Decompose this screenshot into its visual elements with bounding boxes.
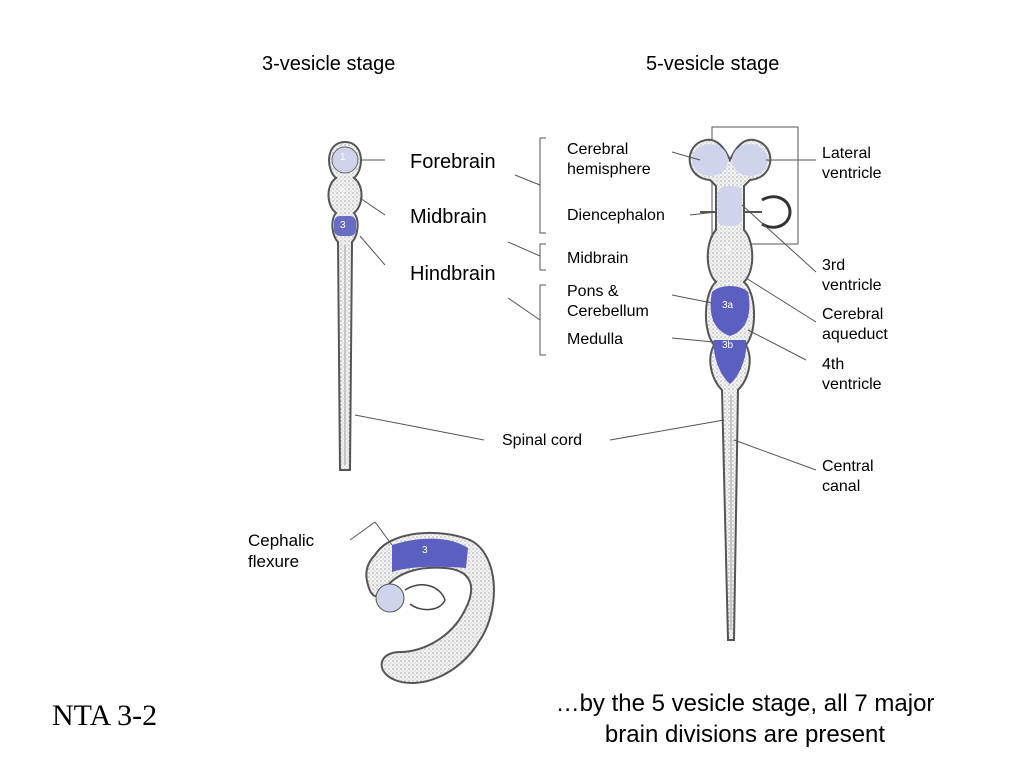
vesicle-number-2-embryo: 2 [376,560,382,571]
five-vesicle-neural-tube [688,126,799,641]
label-pons-cerebellum: Pons & Cerebellum [567,283,649,320]
label-medulla: Medulla [567,331,624,348]
label-spinal-cord: Spinal cord [502,432,583,449]
label-cerebral-aqueduct: Cerebral aqueduct [822,306,888,343]
three-vesicle-neural-tube [327,140,363,471]
label-cephalic-flexure: Cephalic flexure [248,531,315,572]
label-third-ventricle: 3rd ventricle [822,257,882,294]
label-cerebral-hemisphere: Cerebral hemisphere [567,141,651,178]
vesicle-number-2: 2 [340,187,346,198]
vesicle-number-3: 3 [340,220,346,231]
cephalic-flexure-embryo [349,521,495,685]
label-diencephalon: Diencephalon [567,207,665,224]
heading-3-vesicle-stage: 3-vesicle stage [262,53,396,75]
label-midbrain-five-stage: Midbrain [567,250,629,267]
heading-5-vesicle-stage: 5-vesicle stage [646,53,780,75]
slide-id: NTA 3-2 [52,699,158,732]
vesicle-number-3a: 3a [722,300,734,311]
three-vesicle-leaders [354,159,485,441]
vesicle-number-2-five-stage: 2 [725,246,731,257]
label-hindbrain: Hindbrain [410,263,496,285]
five-vesicle-leaders [609,151,817,471]
label-forebrain: Forebrain [410,151,496,173]
label-midbrain: Midbrain [410,206,487,228]
vesicle-number-1: 1 [340,152,346,163]
label-central-canal: Central canal [822,458,874,495]
mapping-brackets [507,137,546,356]
label-lateral-ventricle: Lateral ventricle [822,145,882,182]
label-fourth-ventricle: 4th ventricle [822,356,882,393]
vesicle-number-3-embryo: 3 [422,545,428,556]
vesicle-number-3b: 3b [722,340,734,351]
caption: …by the 5 vesicle stage, all 7 major bra… [555,690,935,749]
